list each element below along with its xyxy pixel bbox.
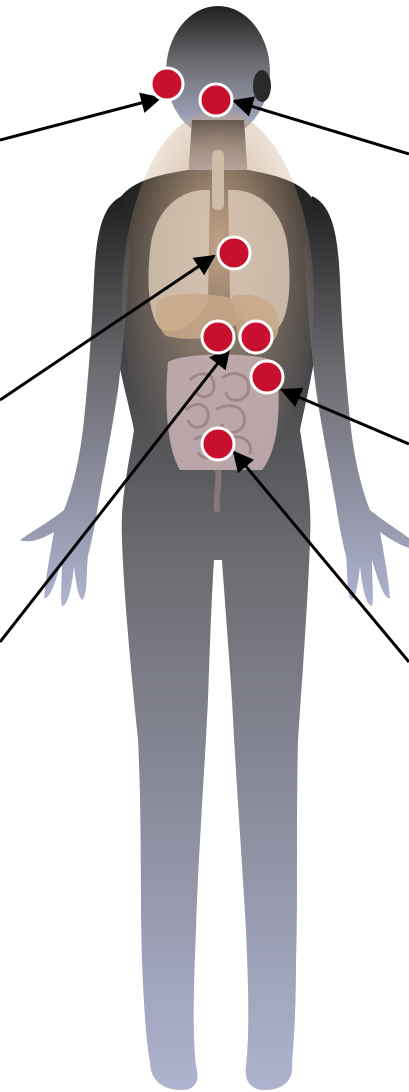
small-intestine-marker[interactable] — [202, 428, 234, 460]
trachea — [212, 150, 224, 210]
mouth-leader-line — [0, 98, 160, 140]
stomach-left-marker[interactable] — [202, 321, 234, 353]
right-arm — [304, 196, 409, 606]
jaw-marker[interactable] — [200, 84, 232, 116]
mouth-marker[interactable] — [151, 68, 183, 100]
rectum — [217, 470, 219, 512]
stomach-right-marker[interactable] — [240, 321, 272, 353]
esophagus-marker[interactable] — [218, 237, 250, 269]
ear — [253, 70, 271, 102]
colon-marker[interactable] — [251, 361, 283, 393]
